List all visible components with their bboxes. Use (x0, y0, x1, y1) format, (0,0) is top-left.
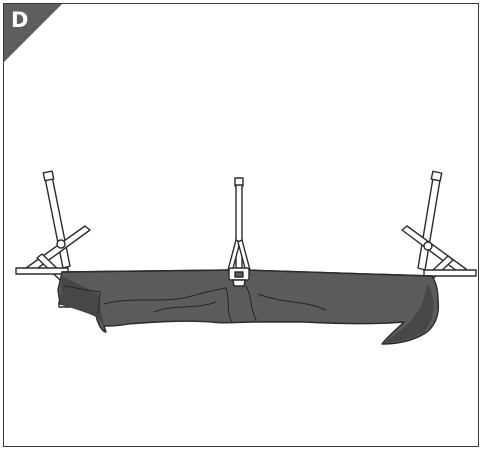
fabric-main-body (57, 269, 440, 345)
right-post-cap (430, 170, 443, 182)
fabric-fold-line-4 (257, 293, 327, 311)
fabric-top-edge (61, 269, 433, 277)
fabric-fold-line-5 (153, 301, 217, 313)
right-brace-strut-a (401, 225, 467, 275)
center-clamp-stem (232, 279, 246, 287)
right-base-rail (423, 269, 477, 277)
center-clamp (228, 267, 250, 287)
fabric-fold-line-6 (63, 285, 101, 315)
fabric-fold-line-2 (225, 287, 233, 323)
center-assembly (227, 177, 251, 273)
instruction-panel: D (3, 3, 479, 447)
fabric-fold-line-3 (245, 285, 257, 321)
step-badge-corner (4, 4, 62, 62)
left-post-cap (42, 170, 55, 182)
fabric-fold-line-1 (103, 287, 227, 305)
step-label: D (11, 8, 29, 32)
right-hinge-joint (423, 241, 433, 251)
fabric-shadow-left (60, 276, 104, 326)
folding-frame-illustration (15, 170, 477, 345)
left-base-rail (15, 267, 69, 275)
fabric-cover (57, 269, 440, 345)
center-upright-post (235, 184, 243, 272)
center-clamp-slot (234, 271, 244, 278)
left-hinge-joint (56, 239, 66, 249)
fabric-shadow-right (384, 284, 434, 343)
